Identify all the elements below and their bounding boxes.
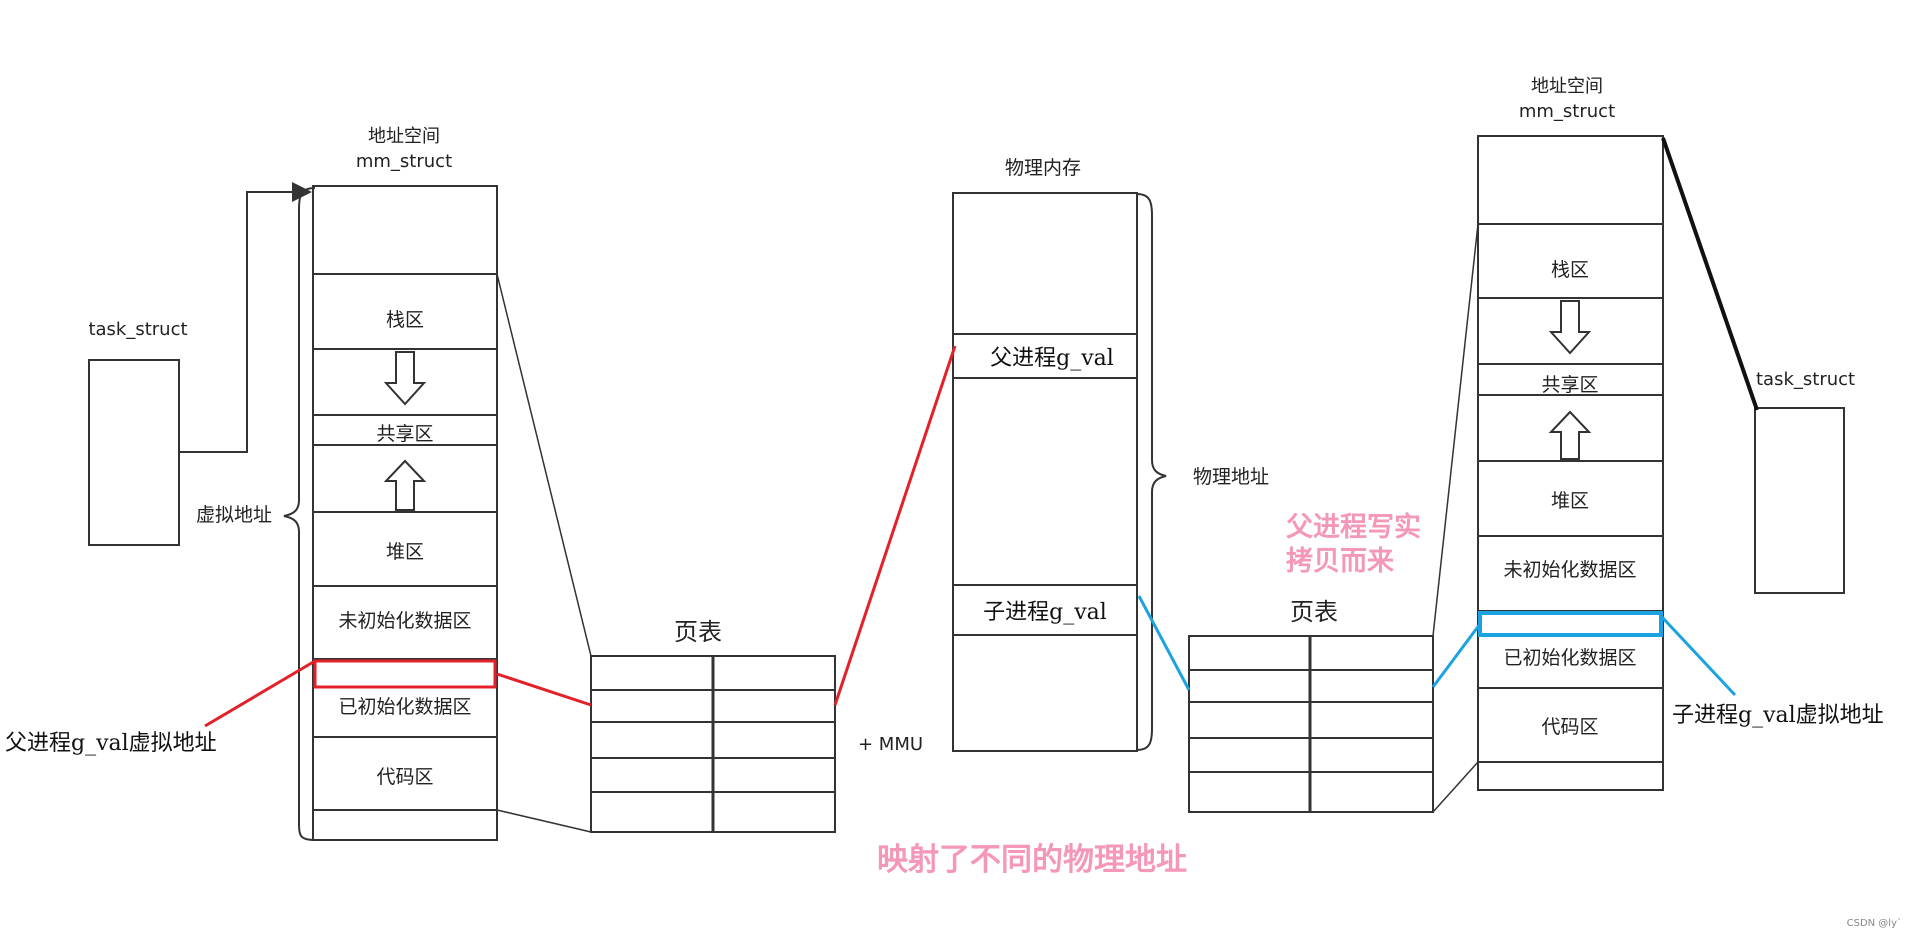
left-page-table-label: 页表 xyxy=(674,618,722,646)
physical-address-label: 物理地址 xyxy=(1193,466,1269,488)
right-task-struct-label: task_struct xyxy=(1756,369,1855,390)
left-mm-struct-column xyxy=(312,185,498,841)
left-virtual-address-label: 虚拟地址 xyxy=(196,504,272,526)
left-mm-to-pagetable-bottom xyxy=(496,809,592,833)
right-process: 地址空间 mm_struct 栈区 共享区 堆区 未初始化数据区 已初始化数据区… xyxy=(1188,76,1884,813)
right-down-arrow-icon xyxy=(1548,300,1592,355)
left-task-struct-box xyxy=(88,359,180,546)
right-segment-stack: 栈区 xyxy=(1551,259,1589,281)
right-page-table xyxy=(1188,635,1434,813)
left-segment-heap: 堆区 xyxy=(386,541,424,563)
right-segment-code: 代码区 xyxy=(1541,716,1598,738)
left-segment-shared: 共享区 xyxy=(376,423,433,445)
left-up-arrow-icon xyxy=(383,459,427,511)
copy-on-write-note-line1: 父进程写实 xyxy=(1286,511,1421,543)
right-segment-shared: 共享区 xyxy=(1541,374,1598,396)
left-gval-virtual-highlight xyxy=(313,659,497,689)
right-pagetable-to-mm-top xyxy=(1432,223,1479,637)
left-segment-code: 代码区 xyxy=(376,766,433,788)
right-pagetable-to-mm-bottom xyxy=(1432,761,1479,813)
parent-pagetable-to-physical-line xyxy=(833,345,957,706)
physical-child-gval: 子进程g_val xyxy=(983,600,1107,625)
right-segment-bss: 未初始化数据区 xyxy=(1503,559,1636,581)
left-down-arrow-icon xyxy=(383,351,427,406)
physical-parent-gval: 父进程g_val xyxy=(990,346,1114,371)
left-mmu-label: + MMU xyxy=(858,734,923,755)
child-mapping xyxy=(1137,595,1737,697)
right-mm-struct-column xyxy=(1477,135,1664,791)
parent-mapping xyxy=(204,345,957,728)
physical-memory-column xyxy=(952,192,1138,752)
right-mm-struct-title: mm_struct xyxy=(1519,101,1615,122)
right-page-table-label: 页表 xyxy=(1290,598,1338,626)
parent-label-to-virtual-line xyxy=(204,659,316,728)
watermark: CSDN @ly` xyxy=(1847,917,1902,929)
left-mm-to-pagetable-top xyxy=(496,273,592,657)
child-physical-to-pagetable-line xyxy=(1137,595,1191,691)
right-up-arrow-icon xyxy=(1548,410,1592,460)
right-segment-data: 已初始化数据区 xyxy=(1503,647,1636,669)
right-task-to-mm-line xyxy=(1661,137,1759,411)
child-pagetable-to-virtual-line xyxy=(1431,623,1482,688)
mapped-different-note: 映射了不同的物理地址 xyxy=(877,842,1187,878)
child-virtual-to-label-line xyxy=(1659,614,1737,697)
parent-virtual-to-pagetable-line xyxy=(496,672,592,707)
left-segment-stack: 栈区 xyxy=(386,309,424,331)
physical-address-brace xyxy=(1136,193,1167,751)
left-task-to-mm-arrow xyxy=(179,182,312,453)
left-process: task_struct 地址空间 mm_struct 栈区 共享区 堆区 未初始… xyxy=(5,126,923,841)
physical-memory-title: 物理内存 xyxy=(1005,157,1081,179)
right-address-space-title: 地址空间 xyxy=(1531,76,1603,97)
right-child-gval-virtual-label: 子进程g_val虚拟地址 xyxy=(1672,703,1884,728)
left-mm-struct-title: mm_struct xyxy=(356,151,452,172)
right-task-struct-box xyxy=(1754,407,1845,594)
left-segment-bss: 未初始化数据区 xyxy=(338,610,471,632)
physical-memory: 物理内存 父进程g_val 子进程g_val 物理地址 xyxy=(952,157,1269,752)
left-segment-data: 已初始化数据区 xyxy=(338,696,471,718)
left-virtual-address-brace xyxy=(283,187,316,841)
right-segment-heap: 堆区 xyxy=(1551,490,1589,512)
left-page-table xyxy=(590,655,836,833)
left-task-struct-label: task_struct xyxy=(88,319,187,340)
right-gval-virtual-highlight xyxy=(1478,611,1663,637)
left-parent-gval-virtual-label: 父进程g_val虚拟地址 xyxy=(5,731,217,756)
left-address-space-title: 地址空间 xyxy=(368,126,440,147)
copy-on-write-note-line2: 拷贝而来 xyxy=(1286,546,1394,577)
